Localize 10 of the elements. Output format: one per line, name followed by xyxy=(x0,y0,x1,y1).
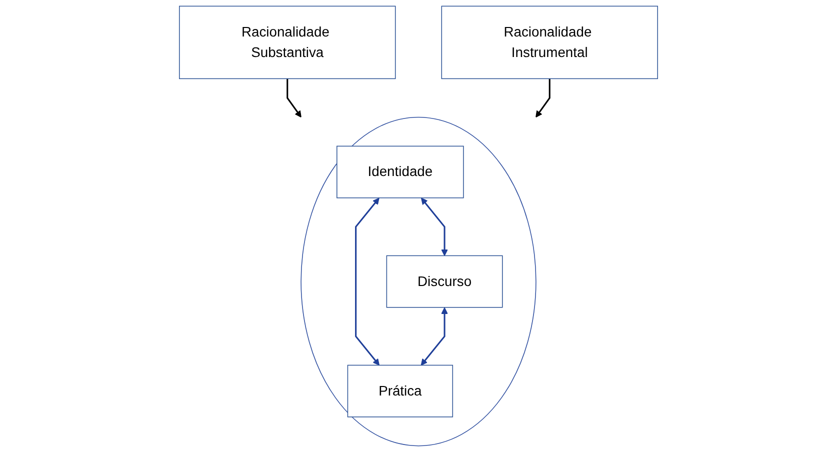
arrow xyxy=(286,78,302,118)
node-box: Racionalidade Substantiva xyxy=(179,6,396,80)
node-box: Discurso xyxy=(386,255,503,308)
arrow xyxy=(536,78,550,118)
arrow xyxy=(421,198,448,256)
node-box: Racionalidade Instrumental xyxy=(441,6,658,80)
arrow xyxy=(355,198,380,366)
node-box: Prática xyxy=(347,364,454,418)
arrow xyxy=(420,307,448,366)
node-box: Identidade xyxy=(336,146,464,198)
